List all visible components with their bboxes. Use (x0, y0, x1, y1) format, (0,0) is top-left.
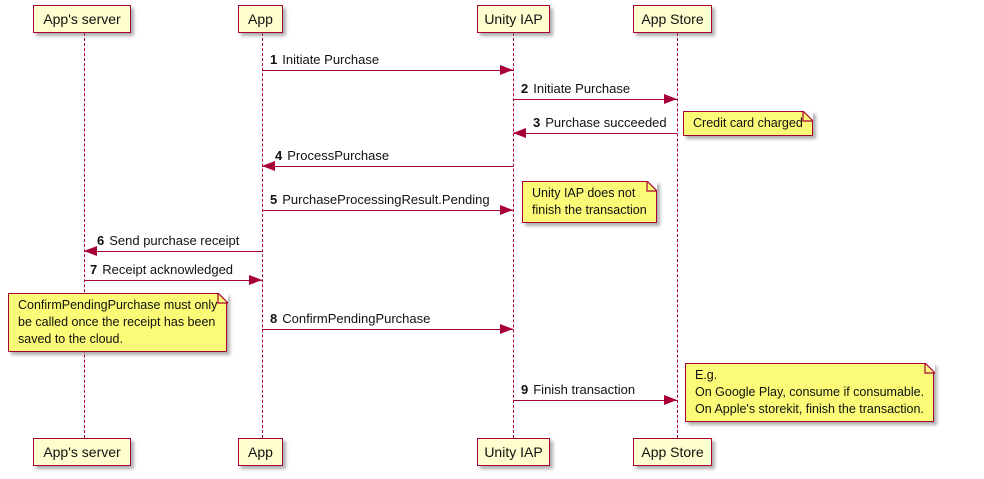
message-number: 2 (521, 81, 529, 96)
message-text: Finish transaction (533, 382, 636, 397)
note-fold-icon (646, 180, 658, 192)
participant-unity-iap-bottom: Unity IAP (477, 438, 550, 466)
message-text: PurchaseProcessingResult.Pending (282, 192, 490, 207)
message-9-label: 9 Finish transaction (521, 382, 635, 397)
lifeline-app (262, 33, 263, 438)
participant-label: App's server (43, 11, 121, 27)
message-number: 1 (270, 52, 278, 67)
message-text: ProcessPurchase (287, 148, 390, 163)
message-6-line (84, 251, 262, 252)
message-number: 4 (275, 148, 283, 163)
message-number: 9 (521, 382, 529, 397)
arrowhead-left-icon (262, 161, 275, 171)
participant-label: App (248, 11, 273, 27)
arrowhead-right-icon (500, 324, 513, 334)
note-credit-card-charged: Credit card charged (683, 110, 814, 136)
message-number: 6 (97, 233, 105, 248)
note-line: Unity IAP does not (532, 186, 636, 200)
message-number: 3 (533, 115, 541, 130)
message-5-label: 5 PurchaseProcessingResult.Pending (270, 192, 490, 207)
note-finish-transaction-examples: E.g. On Google Play, consume if consumab… (685, 362, 935, 422)
lifeline-unity-iap (513, 33, 514, 438)
participant-app-store-top: App Store (633, 5, 712, 33)
lifeline-apps-server (84, 33, 85, 438)
message-4-line (262, 166, 513, 167)
arrowhead-right-icon (664, 94, 677, 104)
message-3-label: 3 Purchase succeeded (533, 115, 667, 130)
note-line: On Apple's storekit, finish the transact… (695, 402, 924, 416)
message-text: ConfirmPendingPurchase (282, 311, 431, 326)
participant-app-bottom: App (238, 438, 283, 466)
message-3-line (513, 133, 677, 134)
participant-label: Unity IAP (484, 444, 543, 460)
participant-label: App Store (641, 444, 704, 460)
arrowhead-right-icon (249, 275, 262, 285)
participant-apps-server-top: App's server (33, 5, 131, 33)
message-7-line (84, 280, 262, 281)
message-number: 5 (270, 192, 278, 207)
message-8-label: 8 ConfirmPendingPurchase (270, 311, 430, 326)
arrowhead-left-icon (84, 246, 97, 256)
participant-app-top: App (238, 5, 283, 33)
participant-label: App Store (641, 11, 704, 27)
arrowhead-left-icon (513, 128, 526, 138)
note-line: Credit card charged (693, 116, 803, 130)
message-4-label: 4 ProcessPurchase (275, 148, 389, 163)
note-line: be called once the receipt has been (18, 315, 216, 329)
note-line: E.g. (695, 368, 718, 382)
note-line: finish the transaction (532, 203, 647, 217)
message-text: Initiate Purchase (282, 52, 380, 67)
message-1-label: 1 Initiate Purchase (270, 52, 379, 67)
note-fold-icon (217, 292, 228, 304)
message-6-label: 6 Send purchase receipt (97, 233, 239, 248)
note-fold-icon (923, 362, 935, 374)
participant-label: App (248, 444, 273, 460)
message-text: Send purchase receipt (109, 233, 240, 248)
arrowhead-right-icon (664, 395, 677, 405)
arrowhead-right-icon (500, 65, 513, 75)
message-8-line (262, 329, 513, 330)
message-5-line (262, 210, 513, 211)
message-text: Receipt acknowledged (102, 262, 234, 277)
message-2-line (513, 99, 677, 100)
note-confirm-pending-purchase: ConfirmPendingPurchase must only be call… (8, 292, 228, 352)
message-text: Purchase succeeded (545, 115, 667, 130)
arrowhead-right-icon (500, 205, 513, 215)
note-line: saved to the cloud. (18, 332, 123, 346)
message-2-label: 2 Initiate Purchase (521, 81, 630, 96)
message-9-line (513, 400, 677, 401)
note-line: On Google Play, consume if consumable. (695, 385, 925, 399)
message-number: 7 (90, 262, 98, 277)
note-line: ConfirmPendingPurchase must only (18, 298, 218, 312)
participant-label: Unity IAP (484, 11, 543, 27)
participant-label: App's server (43, 444, 121, 460)
message-number: 8 (270, 311, 278, 326)
participant-app-store-bottom: App Store (633, 438, 712, 466)
message-1-line (262, 70, 513, 71)
note-fold-icon (802, 110, 814, 122)
message-7-label: 7 Receipt acknowledged (90, 262, 233, 277)
lifeline-app-store (677, 33, 678, 438)
note-unity-iap-pending: Unity IAP does not finish the transactio… (522, 180, 658, 223)
message-text: Initiate Purchase (533, 81, 631, 96)
participant-apps-server-bottom: App's server (33, 438, 131, 466)
participant-unity-iap-top: Unity IAP (477, 5, 550, 33)
